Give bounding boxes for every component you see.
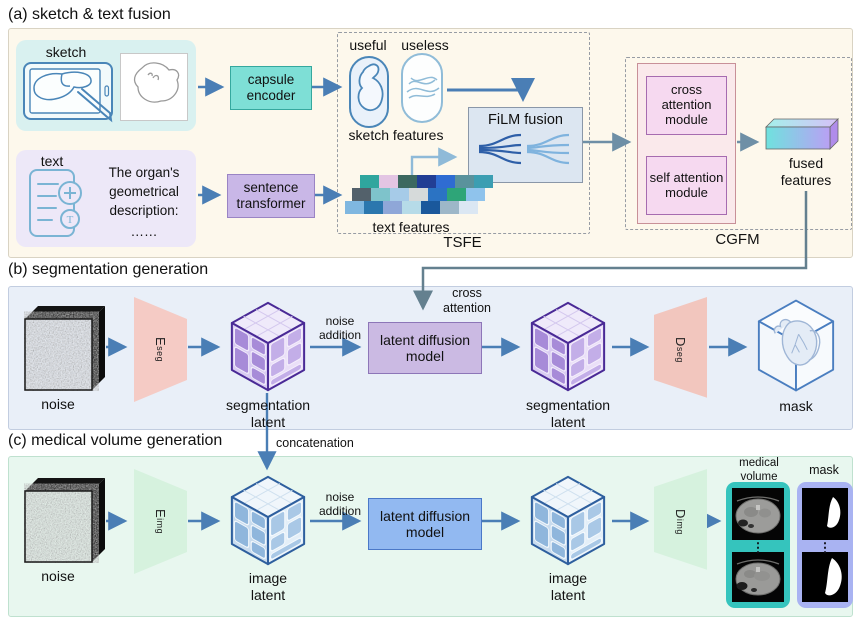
noise-cube-b <box>24 306 105 391</box>
text-feature-block <box>421 201 440 214</box>
noise-addition-label-c: noise addition <box>318 490 362 519</box>
ct-slice-2 <box>732 552 784 602</box>
medical-volume-column: ⋮ <box>726 482 790 608</box>
noise-addition-label-b: noise addition <box>318 314 362 343</box>
noise-label-b: noise <box>41 396 75 412</box>
segmentation-latent-cube-2 <box>530 301 606 392</box>
cgfm-label: CGFM <box>715 231 760 248</box>
text-input-card <box>16 150 196 247</box>
tsfe-label: TSFE <box>443 234 482 251</box>
segmentation-latent-label-2: segmentation latent <box>525 397 611 430</box>
text-feature-block <box>345 201 364 214</box>
text-feature-block <box>436 175 455 188</box>
noise-label-c: noise <box>41 568 75 584</box>
mask-label: mask <box>779 398 813 414</box>
medical-volume-label: medical volume <box>739 457 779 483</box>
fused-features-bar <box>765 118 839 150</box>
mask-cube <box>757 299 835 392</box>
mask-column-label: mask <box>809 463 839 477</box>
tsfe-region <box>337 32 590 234</box>
concatenation-label: concatenation <box>276 436 354 450</box>
text-feature-block <box>440 201 459 214</box>
text-feature-block <box>428 188 447 201</box>
heading-a: (a) sketch & text fusion <box>8 6 171 23</box>
latent-diffusion-model-box-img: latent diffusion model <box>368 498 482 550</box>
useful-capsule-icon <box>349 56 389 128</box>
capsule-encoder-box: capsule encoder <box>230 66 312 110</box>
text-feature-block <box>466 188 485 201</box>
useful-label: useful <box>349 37 387 53</box>
film-fusion-label: FiLM fusion <box>488 112 563 128</box>
decoder-img-trapezoid: Dimg <box>654 469 707 570</box>
text-feature-block <box>390 188 409 201</box>
text-feature-block <box>383 201 402 214</box>
sketch-label: sketch <box>45 44 87 60</box>
cross-attention-module-box: cross attention module <box>646 76 727 135</box>
text-feature-block <box>360 175 379 188</box>
mask-slice-1 <box>802 488 848 540</box>
svg-text:T: T <box>67 214 74 226</box>
tablet-icon <box>23 62 113 123</box>
sentence-transformer-box: sentence transformer <box>227 174 315 218</box>
segmentation-latent-cube-1 <box>230 301 306 392</box>
sketch-sample-frame <box>120 53 188 121</box>
volume-ellipsis: ⋮ <box>751 540 765 555</box>
ct-slice-1 <box>732 488 784 540</box>
mask-column: ⋮ <box>797 482 853 608</box>
organ-sketch-icon <box>133 62 180 103</box>
segmentation-latent-label-1: segmentation latent <box>225 397 311 430</box>
text-feature-block <box>402 201 421 214</box>
text-feature-block <box>417 175 436 188</box>
mask-ellipsis: ⋮ <box>818 540 832 555</box>
cross-attention-label: cross attention <box>443 286 491 315</box>
text-feature-block <box>379 175 398 188</box>
text-feature-block <box>447 188 466 201</box>
text-feature-block <box>352 188 371 201</box>
text-feature-block <box>364 201 383 214</box>
document-icon: T <box>29 169 82 237</box>
text-features-label: text features <box>372 219 450 235</box>
film-fusion-box: FiLM fusion <box>468 107 583 183</box>
text-feature-block <box>455 175 474 188</box>
self-attention-module-box: self attention module <box>646 156 727 215</box>
film-curves-icon <box>478 133 570 165</box>
image-latent-cube-1 <box>230 475 306 566</box>
image-latent-label-1: image latent <box>248 570 288 603</box>
decoder-seg-trapezoid: Dseg <box>654 297 707 398</box>
heading-c: (c) medical volume generation <box>8 432 223 449</box>
text-feature-block <box>371 188 390 201</box>
fused-features-label: fused features <box>780 155 832 188</box>
image-latent-label-2: image latent <box>548 570 588 603</box>
text-feature-block <box>409 188 428 201</box>
text-feature-block <box>459 201 478 214</box>
useless-capsule-icon <box>401 53 443 123</box>
text-description: The organ's geometrical description: <box>108 165 180 218</box>
image-latent-cube-2 <box>530 475 606 566</box>
text-feature-block <box>474 175 493 188</box>
text-label: text <box>40 153 64 169</box>
text-feature-block <box>398 175 417 188</box>
mask-slice-2 <box>802 552 848 602</box>
noise-cube-c <box>24 478 105 563</box>
heart-sketch-icon <box>773 318 821 366</box>
sketch-features-label: sketch features <box>348 127 444 143</box>
latent-diffusion-model-box-seg: latent diffusion model <box>368 322 482 374</box>
useless-label: useless <box>401 37 449 53</box>
text-description-ellipsis: …… <box>130 224 158 239</box>
heading-b: (b) segmentation generation <box>8 261 209 278</box>
